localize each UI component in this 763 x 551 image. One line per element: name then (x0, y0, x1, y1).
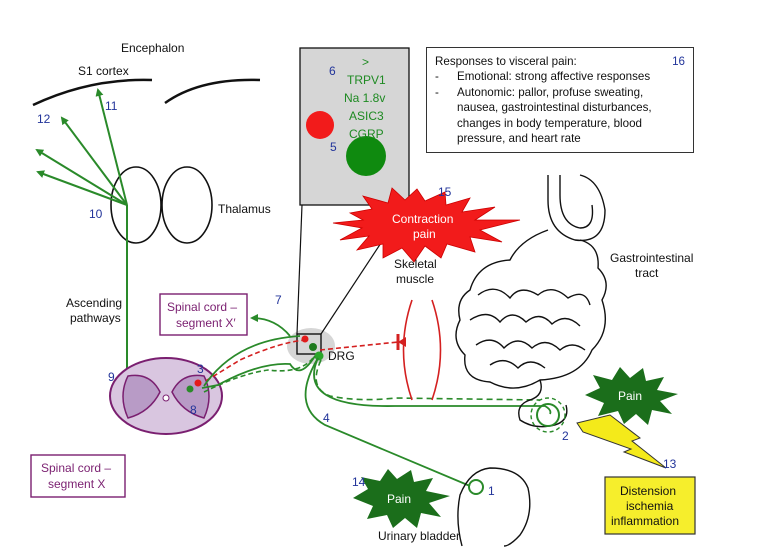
gi-pain-star (585, 367, 678, 425)
brain-right-hemisphere-outline (164, 78, 261, 105)
label-encephalon: Encephalon (121, 41, 184, 55)
response-text: Emotional: strong affective responses (457, 70, 651, 84)
gi-nerve-ending (536, 403, 560, 427)
number-4: 4 (323, 411, 330, 425)
responses-box: Responses to visceral pain: 16 - Emotion… (426, 47, 694, 153)
inset-line-asic3: ASIC3 (349, 109, 384, 123)
number-9: 9 (108, 370, 115, 384)
collateral-to-segment-x-prime (203, 335, 301, 387)
label-distension-2: ischemia (626, 499, 674, 513)
number-1: 1 (488, 484, 495, 498)
label-gi-2: tract (635, 266, 659, 280)
inset-line-na18v: Na 1.8v (344, 91, 385, 105)
label-gi-1: Gastrointestinal (610, 251, 693, 265)
urinary-bladder-drawing (457, 467, 531, 547)
stimulus-lightning (576, 414, 667, 469)
stimulus-box (604, 476, 696, 535)
number-8: 8 (190, 403, 197, 417)
muscle-afferent-dashed-red (319, 341, 399, 351)
number-5: 5 (330, 140, 337, 154)
inset-line-gt: > (362, 55, 369, 69)
response-dash: - (435, 70, 439, 84)
visceral-afferent-dashed-green (203, 357, 314, 393)
label-skeletal-1: Skeletal (394, 257, 437, 271)
number-2: 2 (562, 429, 569, 443)
label-gi-pain: Pain (618, 389, 642, 403)
ascending-collateral-arrow (250, 314, 291, 337)
bladder-nerve-ending (468, 479, 484, 495)
label-drg: DRG (328, 349, 355, 363)
label-segment-x-prime-2: segment X′ (176, 316, 236, 330)
inset-green-neuron (346, 136, 386, 176)
spinal-cord-cross-section (109, 357, 223, 435)
label-ascending-1: Ascending (66, 296, 122, 310)
number-3: 3 (197, 362, 204, 376)
label-skeletal-2: muscle (396, 272, 434, 286)
gi-afferent-solid (313, 357, 552, 415)
response-item-autonomic: - Autonomic: pallor, profuse sweating, n… (435, 85, 685, 147)
inset-line-trpv1: TRPV1 (347, 73, 386, 87)
response-text: Autonomic: pallor, profuse sweating, nau… (457, 85, 652, 146)
label-distension-3: inflammation (611, 514, 679, 528)
number-13: 13 (663, 457, 677, 471)
label-contraction-1: Contraction (392, 212, 453, 226)
skeletal-muscle-right (431, 299, 442, 401)
number-14: 14 (352, 475, 366, 489)
segment-x-prime-box (159, 293, 248, 336)
label-distension-1: Distension (620, 484, 676, 498)
number-10: 10 (89, 207, 103, 221)
inset-red-neuron (306, 111, 334, 139)
label-ascending-2: pathways (70, 311, 121, 325)
gi-afferent-dashed (315, 359, 541, 401)
gi-tract-drawing (455, 174, 607, 428)
brain-left-hemisphere-outline (32, 78, 153, 107)
thalamocortical-projections (35, 88, 128, 206)
segment-x-box (30, 454, 126, 498)
somatic-afferent-dashed-red (203, 339, 307, 383)
responses-title: Responses to visceral pain: (435, 55, 577, 68)
drg-magnifier-square (296, 333, 322, 355)
number-15: 15 (438, 185, 452, 199)
drg-red-neuron (301, 335, 309, 343)
thalamus-right-oval (161, 166, 213, 244)
gi-nerve-ending-outer (530, 397, 566, 433)
label-contraction-2: pain (413, 227, 436, 241)
drg-green-neuron (314, 351, 324, 361)
label-urinary-bladder: Urinary bladder (378, 529, 460, 543)
number-11: 11 (105, 99, 118, 113)
number-6: 6 (329, 64, 336, 78)
label-s1-cortex: S1 cortex (78, 64, 129, 78)
contraction-pain-star (332, 187, 521, 263)
drg-green-neuron-small (309, 343, 317, 351)
number-16: 16 (672, 55, 685, 68)
label-segment-x-prime-1: Spinal cord – (167, 300, 237, 314)
visceral-afferent-solid (201, 355, 316, 389)
response-item-emotional: - Emotional: strong affective responses (435, 69, 685, 84)
label-segment-x-1: Spinal cord – (41, 461, 111, 475)
number-7: 7 (275, 293, 282, 307)
label-bladder-pain: Pain (387, 492, 411, 506)
bladder-pain-star (353, 469, 450, 528)
skeletal-muscle-left (402, 299, 413, 401)
thalamus-left-oval (110, 166, 162, 244)
inset-line-cgrp: CGRP (349, 127, 384, 141)
bladder-afferent (304, 357, 471, 487)
response-dash: - (435, 85, 439, 99)
label-segment-x-2: segment X (48, 477, 105, 491)
label-thalamus: Thalamus (218, 202, 271, 216)
dorsal-horn-red-neuron (194, 379, 202, 387)
magnifier-left-line (296, 204, 303, 335)
dorsal-horn-green-neuron (186, 385, 194, 393)
number-12: 12 (37, 112, 51, 126)
